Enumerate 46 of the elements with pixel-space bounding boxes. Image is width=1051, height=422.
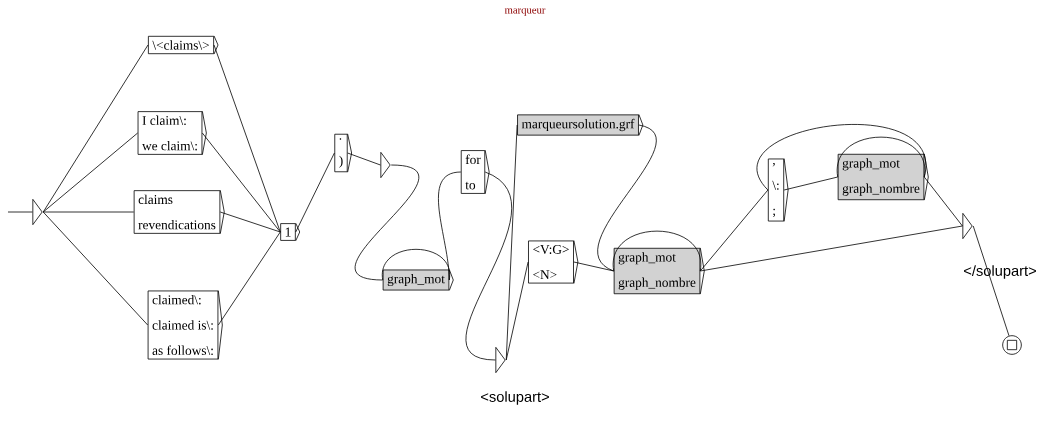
connector (42, 44, 149, 213)
connector (355, 164, 419, 281)
transition-box: for to (460, 149, 490, 195)
subgraph-box: graph_mot (382, 269, 454, 291)
connector (347, 152, 381, 166)
connector (42, 211, 149, 326)
transition-box: claimed\: claimed is\: as follows\: (147, 290, 223, 360)
connector (42, 211, 135, 213)
connector (465, 171, 512, 361)
initial-state-triangle (7, 198, 43, 226)
connector (42, 132, 139, 213)
subgraph-box: graph_mot graph_nombre (613, 247, 705, 295)
subgraph-box: graph_mot graph_nombre (837, 153, 929, 201)
connector (699, 225, 963, 272)
connector (699, 189, 769, 272)
connector (757, 124, 926, 191)
triangle-box (380, 151, 391, 179)
transition-box: <V:G> <N> (528, 240, 579, 284)
connector (573, 261, 615, 272)
connector (217, 231, 281, 326)
final-state-circle (1002, 335, 1022, 355)
title: marqueur (504, 8, 546, 16)
transition-box: \<claims\> (148, 35, 219, 55)
triangle-box (495, 346, 506, 374)
connector (382, 248, 450, 281)
transition-box: 1 (280, 222, 301, 242)
transition-box: I claim\: we claim\: (137, 110, 207, 156)
connector (837, 136, 925, 178)
connector (295, 152, 335, 233)
transition-box: . ) (334, 133, 352, 173)
connector (613, 230, 701, 272)
connector (213, 44, 281, 233)
transition-box: claims revendications (133, 189, 225, 235)
subgraph-box: marqueursolution.grf (517, 114, 644, 136)
transition-box: , \: ; (767, 158, 789, 222)
triangle-box (962, 212, 973, 240)
connector (438, 171, 462, 281)
connector (923, 176, 963, 227)
connector (201, 132, 281, 233)
connector (219, 211, 281, 233)
graph-label: </solupart> (964, 265, 1036, 279)
graph-label: <solupart> (481, 391, 549, 405)
connector (597, 124, 657, 272)
connector (783, 176, 839, 191)
connector (972, 225, 1010, 337)
connector (505, 261, 529, 361)
